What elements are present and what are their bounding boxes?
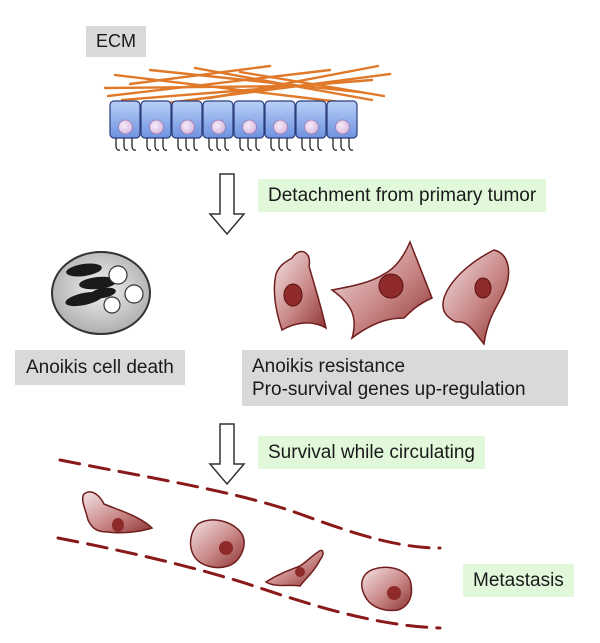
metastasis-label: Metastasis	[463, 564, 574, 597]
cell-foot	[270, 138, 276, 151]
cell-foot	[154, 138, 160, 151]
circulating-cell-4	[361, 566, 413, 612]
resistance-line-1: Anoikis resistance	[252, 356, 406, 377]
cell-foot	[348, 138, 354, 151]
epithelial-cell-layer	[109, 100, 358, 151]
cell-foot	[340, 138, 346, 151]
cell-foot	[332, 138, 338, 151]
resistant-cell-3	[442, 249, 510, 346]
resistant-cell-2	[330, 240, 433, 340]
cell-foot	[115, 138, 121, 151]
epithelial-cell	[326, 100, 358, 151]
cell-foot	[255, 138, 261, 151]
circulating-cell-3	[264, 549, 324, 587]
ecm-label: ECM	[86, 26, 146, 57]
cell-nucleus	[335, 119, 350, 135]
cell-foot	[131, 138, 137, 151]
apoptotic-cell	[51, 251, 151, 335]
cell-nucleus	[242, 119, 257, 135]
cell-foot	[224, 138, 230, 151]
anoikis-death-label: Anoikis cell death	[15, 350, 185, 385]
down-arrow-1	[208, 173, 246, 236]
epithelial-cell	[109, 100, 141, 151]
cell-foot	[317, 138, 323, 151]
cell-foot	[185, 138, 191, 151]
cell-foot	[216, 138, 222, 151]
down-arrow-2	[208, 423, 246, 486]
anoikis-resistance-label: Anoikis resistance Pro-survival genes up…	[242, 350, 568, 406]
cell-nucleus	[273, 119, 288, 135]
circulating-cell-2	[189, 519, 245, 569]
cell-nucleus	[211, 119, 226, 135]
epithelial-cell	[264, 100, 296, 151]
ecm-fibers	[103, 64, 392, 106]
vessel-wall-upper	[58, 458, 442, 550]
cell-nucleus	[118, 119, 133, 135]
detachment-label: Detachment from primary tumor	[258, 179, 547, 212]
cell-foot	[146, 138, 152, 151]
survival-label: Survival while circulating	[258, 436, 485, 469]
cell-nucleus	[149, 119, 164, 135]
epithelial-cell	[140, 100, 172, 151]
epithelial-cell	[171, 100, 203, 151]
cell-foot	[208, 138, 214, 151]
epithelial-cell	[233, 100, 265, 151]
epithelial-cell	[202, 100, 234, 151]
cell-foot	[162, 138, 168, 151]
cell-foot	[278, 138, 284, 151]
cell-foot	[247, 138, 253, 151]
cell-nucleus	[180, 119, 195, 135]
cell-foot	[177, 138, 183, 151]
cell-foot	[193, 138, 199, 151]
resistant-cell-1	[273, 250, 328, 332]
cell-nucleus	[304, 119, 319, 135]
cell-foot	[286, 138, 292, 151]
cell-foot	[239, 138, 245, 151]
vessel-wall-lower	[56, 536, 442, 630]
cell-foot	[309, 138, 315, 151]
cell-foot	[301, 138, 307, 151]
resistance-line-2: Pro-survival genes up-regulation	[252, 379, 526, 400]
epithelial-cell	[295, 100, 327, 151]
cell-foot	[123, 138, 129, 151]
circulating-cell-1	[81, 491, 154, 534]
